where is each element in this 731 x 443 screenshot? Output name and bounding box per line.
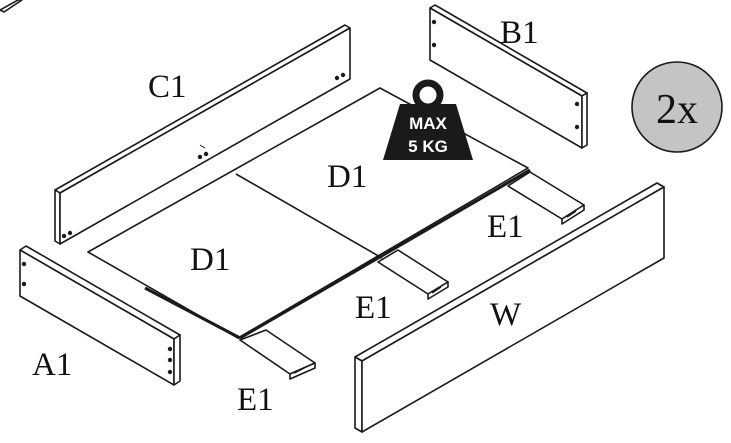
rail-e1-back <box>507 171 585 225</box>
quantity-badge-text: 2x <box>656 87 698 133</box>
panel-w <box>354 182 665 433</box>
rail-e1-middle <box>377 249 449 300</box>
label-c1: C1 <box>148 69 187 105</box>
label-b1: B1 <box>500 15 539 51</box>
label-a1: A1 <box>32 347 72 383</box>
panel-a1 <box>19 245 181 386</box>
max-weight-line1: MAX <box>409 114 447 133</box>
label-d1-front: D1 <box>190 242 230 278</box>
label-d1-back: D1 <box>327 159 367 195</box>
label-e1-middle: E1 <box>355 290 392 326</box>
max-weight-line2: 5 KG <box>408 137 448 156</box>
rail-e1-front <box>239 329 316 380</box>
label-w: W <box>490 297 522 333</box>
panel-c1 <box>54 24 351 245</box>
max-weight-icon: MAX 5 KG <box>383 79 473 160</box>
label-e1-front: E1 <box>237 382 274 418</box>
quantity-badge: 2x <box>631 61 723 153</box>
panel-b1 <box>429 4 588 149</box>
corner-fragment <box>0 0 23 13</box>
label-e1-back: E1 <box>487 209 524 245</box>
